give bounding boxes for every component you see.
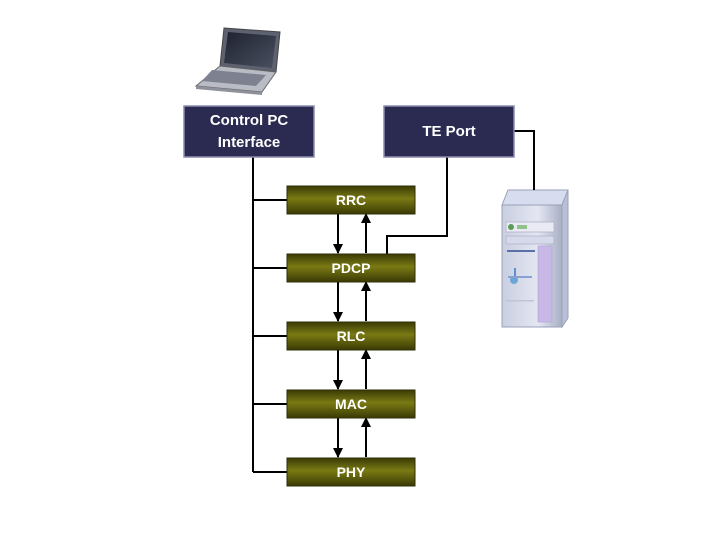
layer-phy-box: PHY	[286, 457, 416, 487]
connectors	[252, 130, 535, 473]
layer-mac-label: MAC	[335, 396, 367, 412]
layer-pdcp-label: PDCP	[332, 260, 371, 276]
layer-phy-label: PHY	[337, 464, 366, 480]
control-pc-label-line1: Control PC	[210, 112, 288, 129]
te-port-to-pdcp-line	[386, 157, 448, 254]
te-port-label: TE Port	[422, 123, 475, 140]
layer-rlc-box: RLC	[286, 321, 416, 351]
layer-pdcp-box: PDCP	[286, 253, 416, 283]
layer-mac-box: MAC	[286, 389, 416, 419]
layer-arrows	[333, 213, 371, 458]
server-tower-icon	[501, 189, 569, 329]
te-port-box: TE Port	[383, 105, 515, 158]
layer-rrc-label: RRC	[336, 192, 366, 208]
control-pc-interface-box: Control PC Interface	[183, 105, 315, 158]
laptop-icon	[194, 27, 281, 95]
te-port-to-server-line	[514, 130, 535, 190]
layer-rrc-box: RRC	[286, 185, 416, 215]
layer-rlc-label: RLC	[337, 328, 366, 344]
control-pc-label-line2: Interface	[218, 134, 281, 151]
